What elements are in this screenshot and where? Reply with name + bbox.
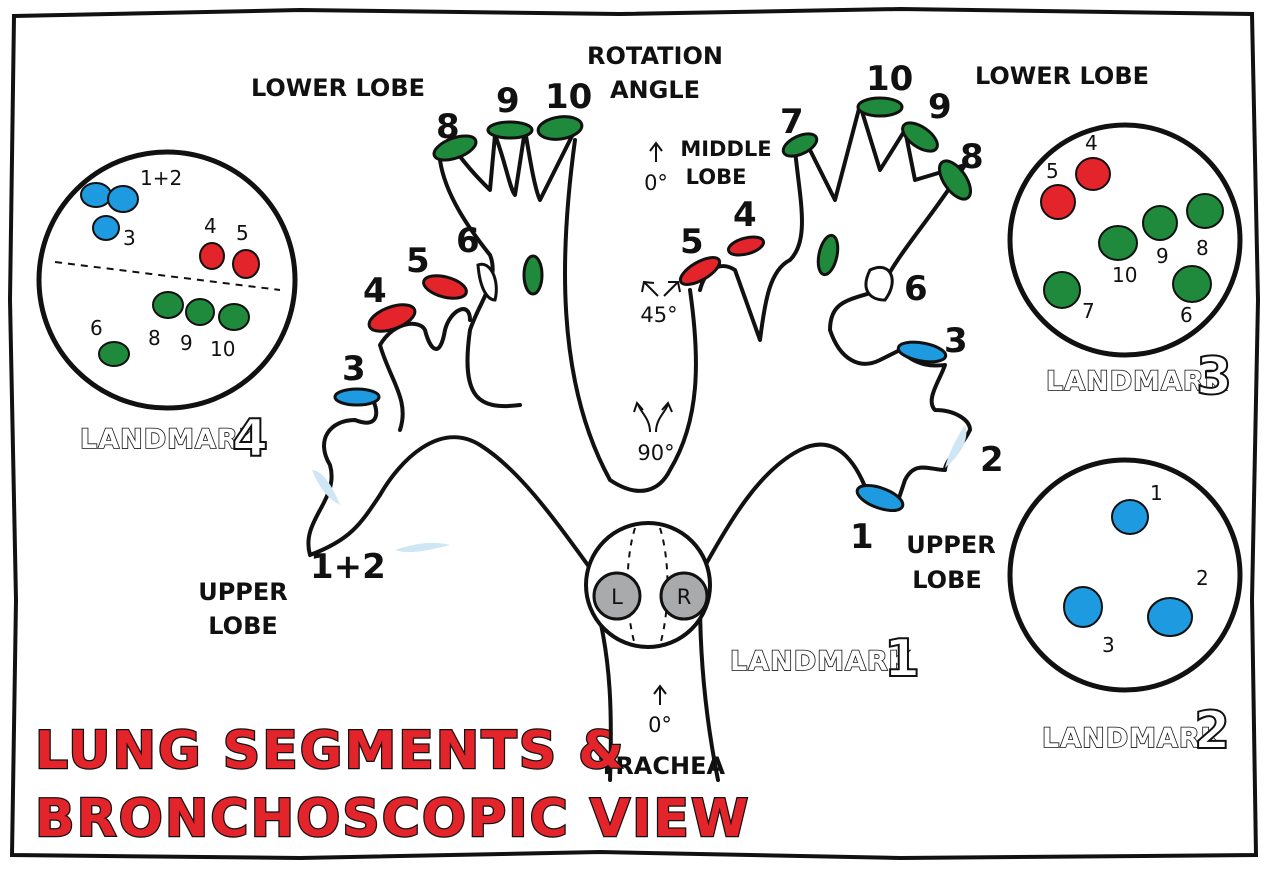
landmark-4-label-1plus2: 1+2 bbox=[140, 166, 182, 190]
middle-lobe-label-2: LOBE bbox=[686, 165, 747, 189]
landmark-4-label-8: 8 bbox=[148, 326, 161, 350]
right-seg-5: 5 bbox=[680, 222, 704, 262]
left-seg-3: 3 bbox=[342, 349, 366, 389]
landmark-2-label-3: 3 bbox=[1102, 633, 1115, 657]
right-seg-4: 4 bbox=[733, 195, 757, 235]
landmark-3-label-7: 7 bbox=[1082, 299, 1095, 323]
landmark-4-circle bbox=[39, 152, 295, 408]
landmark-1-digit: 1 bbox=[884, 629, 920, 689]
landmark-4-label-3: 3 bbox=[123, 226, 136, 250]
angle-trachea: 0° bbox=[648, 713, 672, 737]
right-seg-2: 2 bbox=[980, 440, 1004, 480]
landmark-4-label-6: 6 bbox=[90, 316, 103, 340]
right-seg-7: 7 bbox=[780, 102, 804, 142]
landmark-3-label-9: 9 bbox=[1156, 244, 1169, 268]
left-seg-8: 8 bbox=[436, 107, 460, 147]
left-seg-6: 6 bbox=[456, 221, 480, 261]
landmark-4-label-10: 10 bbox=[210, 337, 235, 361]
landmark-4-label-4: 4 bbox=[204, 214, 217, 238]
upper-lobe-right-label-2: LOBE bbox=[912, 566, 982, 594]
lower-lobe-left-label: LOWER LOBE bbox=[251, 74, 425, 102]
left-seg-5: 5 bbox=[406, 241, 430, 281]
upper-lobe-left-label-2: LOBE bbox=[208, 612, 278, 640]
angle-top: 0° bbox=[644, 171, 668, 195]
rotation-angle-label-1: ROTATION bbox=[587, 42, 723, 70]
landmark-3-label-6: 6 bbox=[1180, 303, 1193, 327]
carina-right-label: R bbox=[677, 585, 692, 609]
angle-middle: 45° bbox=[640, 303, 677, 327]
page-title-line-1: LUNG SEGMENTS & bbox=[35, 721, 626, 781]
landmark-1-view bbox=[586, 523, 710, 647]
landmark-4-digit: 4 bbox=[232, 409, 268, 469]
left-seg-4: 4 bbox=[363, 271, 387, 311]
angle-carina: 90° bbox=[637, 441, 674, 465]
right-seg-10: 10 bbox=[866, 59, 913, 99]
lower-lobe-right-label: LOWER LOBE bbox=[975, 62, 1149, 90]
right-seg-1: 1 bbox=[850, 517, 874, 557]
carina-left-label: L bbox=[611, 585, 623, 609]
landmark-3-label-5: 5 bbox=[1046, 159, 1059, 183]
right-seg-9: 9 bbox=[928, 87, 952, 127]
left-seg-10: 10 bbox=[545, 77, 592, 117]
landmark-4-label-9: 9 bbox=[180, 331, 193, 355]
upper-lobe-left-label-1: UPPER bbox=[198, 578, 288, 606]
left-seg-9: 9 bbox=[496, 81, 520, 121]
right-seg-3: 3 bbox=[944, 321, 968, 361]
right-seg-8: 8 bbox=[960, 137, 984, 177]
landmark-2-digit: 2 bbox=[1194, 701, 1230, 761]
landmark-3-label-4: 4 bbox=[1085, 131, 1098, 155]
landmark-3-digit: 3 bbox=[1196, 347, 1232, 407]
landmark-4-label-5: 5 bbox=[236, 221, 249, 245]
landmark-2-label-2: 2 bbox=[1196, 566, 1209, 590]
landmark-3-label-8: 8 bbox=[1196, 236, 1209, 260]
page-title-line-2: BRONCHOSCOPIC VIEW bbox=[35, 789, 750, 849]
landmark-3-label-10: 10 bbox=[1112, 263, 1137, 287]
right-seg-6: 6 bbox=[904, 269, 928, 309]
middle-lobe-label-1: MIDDLE bbox=[680, 137, 771, 161]
rotation-angle-label-2: ANGLE bbox=[610, 76, 700, 104]
left-seg-1plus2: 1+2 bbox=[310, 547, 386, 587]
landmark-2-label-1: 1 bbox=[1150, 481, 1163, 505]
upper-lobe-right-label-1: UPPER bbox=[906, 531, 996, 559]
